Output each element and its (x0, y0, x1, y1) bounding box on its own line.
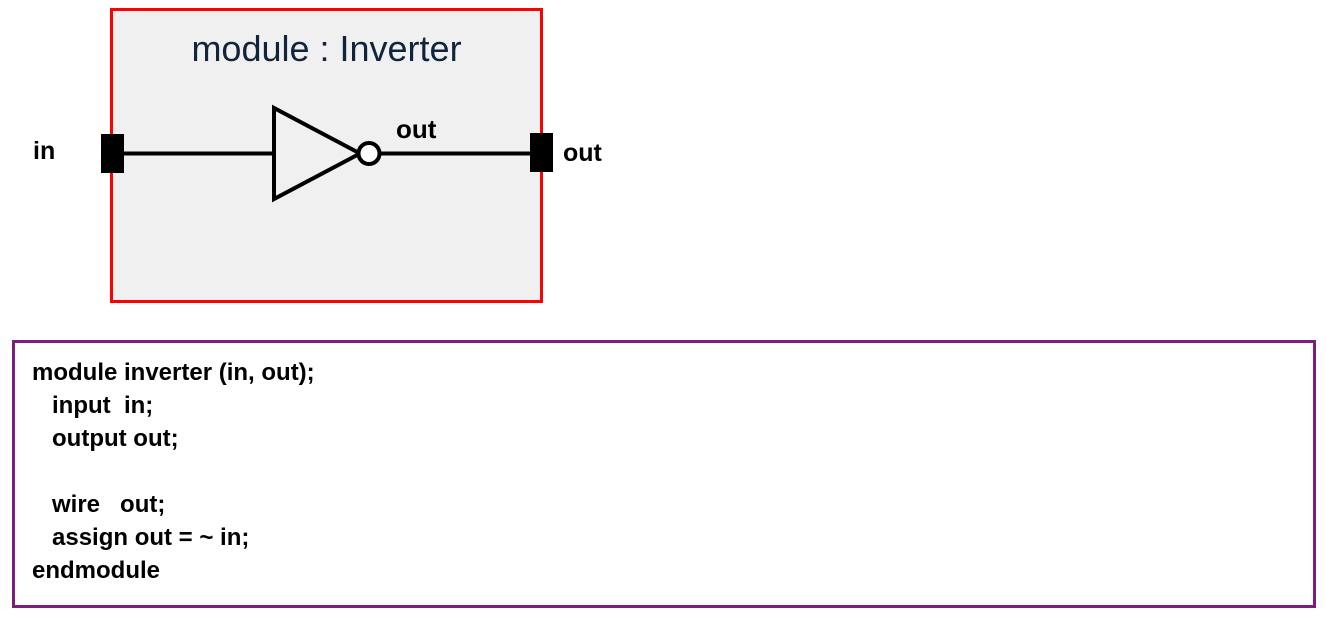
code-line: wire out; (32, 491, 166, 518)
input-port-label: in (33, 137, 56, 165)
code-line: module inverter (in, out); (32, 359, 315, 386)
module-title: module : Inverter (191, 28, 462, 69)
code-line-list: module inverter (in, out); input in; out… (32, 356, 315, 587)
module-boundary-box: module : Inverter (110, 8, 543, 303)
output-port-label: out (563, 139, 602, 167)
code-line: endmodule (32, 557, 161, 584)
internal-wire-label: out (396, 114, 437, 144)
verilog-code-panel: module inverter (in, out); input in; out… (12, 340, 1316, 608)
code-line: input in; (32, 392, 154, 419)
code-line: assign out = ~ in; (32, 524, 250, 551)
code-line: output out; (32, 425, 179, 452)
code-line (32, 455, 315, 488)
